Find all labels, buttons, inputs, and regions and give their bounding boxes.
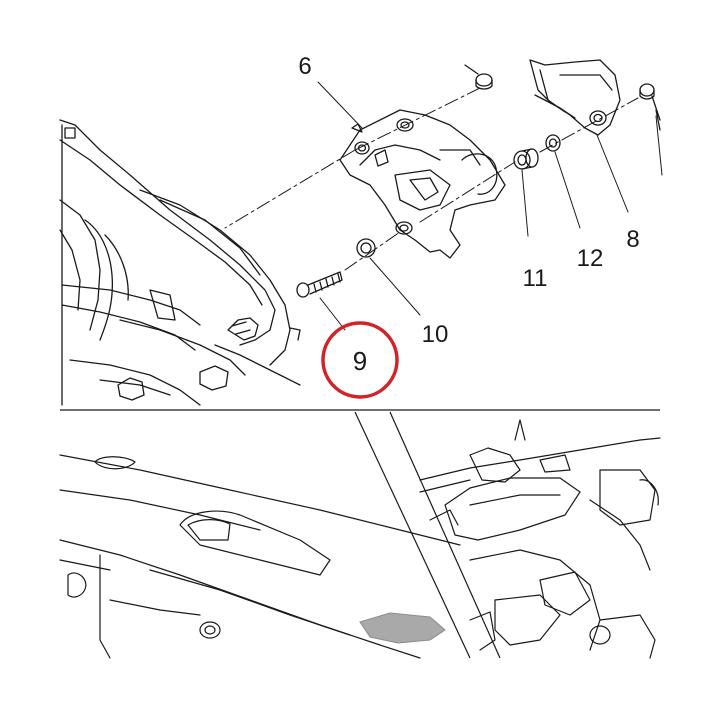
mounting-bracket xyxy=(339,109,506,259)
callout-6: 6 xyxy=(298,53,311,80)
washer-12 xyxy=(545,134,561,152)
callout-8: 8 xyxy=(626,226,639,253)
flange-bolt-top xyxy=(464,64,493,90)
zoom-indicator-lines xyxy=(354,411,501,659)
screw-9 xyxy=(296,271,343,298)
washer-10 xyxy=(356,238,376,258)
highlight-ring-9 xyxy=(321,321,399,399)
flange-bolt-right xyxy=(639,83,661,131)
callout-leaders xyxy=(317,81,663,331)
exploded-view-panel: 6 8 10 11 12 9 xyxy=(59,53,663,406)
callout-12: 12 xyxy=(577,245,604,272)
shaded-part-location xyxy=(359,612,446,644)
location-view-panel xyxy=(59,419,661,659)
frame-body-illustration xyxy=(59,119,301,406)
spacer-11 xyxy=(513,148,539,170)
component-8 xyxy=(529,59,621,136)
callout-10: 10 xyxy=(422,321,449,348)
assembly-axis-lines xyxy=(224,87,639,271)
callout-9: 9 xyxy=(353,346,367,376)
callout-11: 11 xyxy=(523,265,548,292)
